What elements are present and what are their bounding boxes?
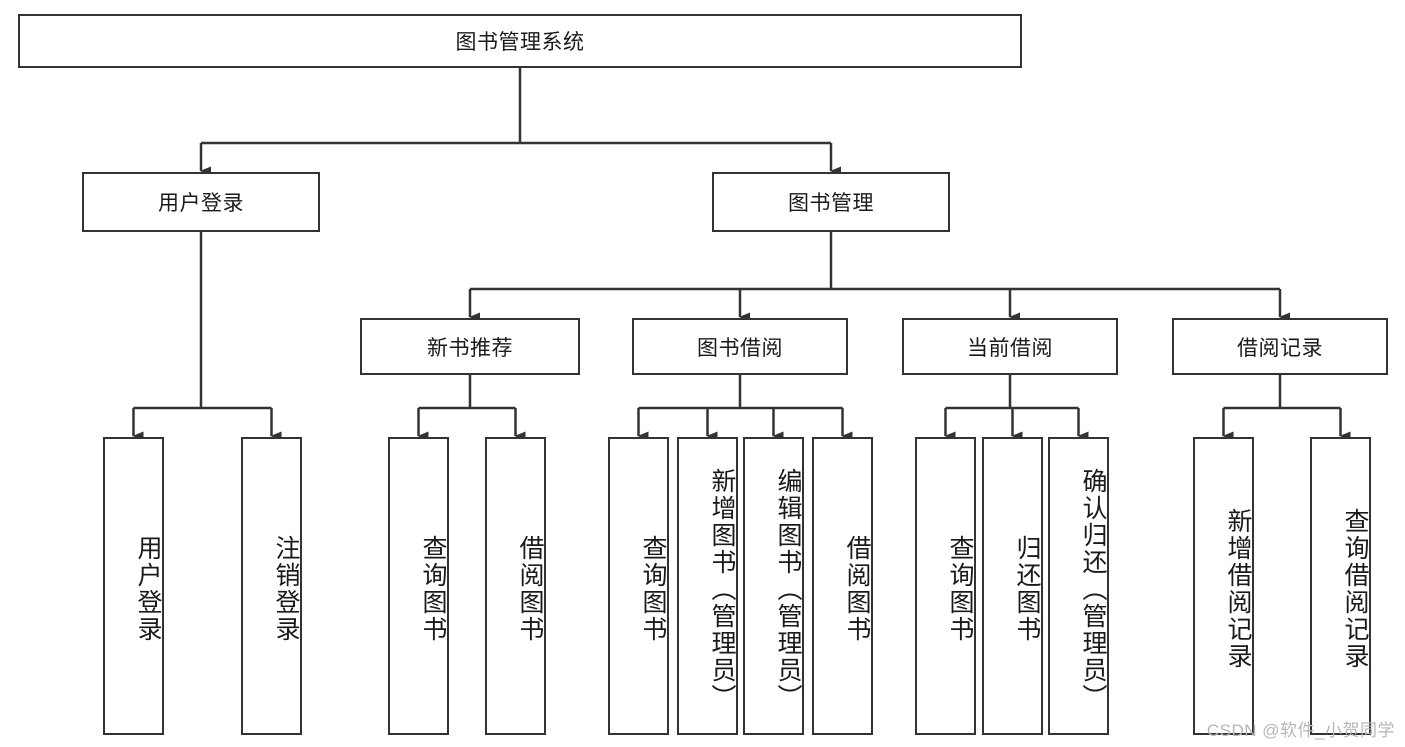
- node-label: 当前借阅: [967, 336, 1053, 360]
- node-label: 查询图书: [419, 535, 447, 643]
- node-leaf-edit-book[interactable]: 编辑图书（管理员）: [743, 437, 804, 735]
- node-bookmgmt[interactable]: 图书管理: [712, 172, 950, 232]
- node-login[interactable]: 用户登录: [82, 172, 320, 232]
- node-label: 用户登录: [158, 192, 244, 215]
- node-label: 编辑图书（管理员）: [774, 467, 802, 711]
- node-newbook[interactable]: 新书推荐: [360, 318, 580, 375]
- node-root[interactable]: 图书管理系统: [18, 14, 1022, 68]
- node-leaf-query-book-2[interactable]: 查询图书: [608, 437, 669, 735]
- node-current[interactable]: 当前借阅: [902, 318, 1118, 375]
- node-label: 查询图书: [639, 535, 667, 643]
- node-leaf-query-book-1[interactable]: 查询图书: [388, 437, 449, 735]
- node-leaf-query-record[interactable]: 查询借阅记录: [1310, 437, 1371, 735]
- node-records[interactable]: 借阅记录: [1172, 318, 1388, 375]
- node-label: 用户登录: [134, 535, 162, 643]
- node-leaf-user-logout[interactable]: 注销登录: [241, 437, 302, 735]
- node-borrow[interactable]: 图书借阅: [632, 318, 848, 375]
- node-label: 确认归还（管理员）: [1079, 467, 1107, 711]
- node-leaf-borrow-book-1[interactable]: 借阅图书: [485, 437, 546, 735]
- node-leaf-add-book[interactable]: 新增图书（管理员）: [677, 437, 738, 735]
- watermark: CSDN @软件_小贺同学: [1206, 721, 1395, 740]
- node-label: 借阅记录: [1237, 336, 1323, 360]
- node-label: 图书管理: [788, 192, 874, 215]
- node-leaf-return-book[interactable]: 归还图书: [982, 437, 1043, 735]
- node-label: 借阅图书: [516, 535, 544, 643]
- node-label: 归还图书: [1013, 535, 1041, 643]
- node-leaf-user-login[interactable]: 用户登录: [103, 437, 164, 735]
- node-label: 图书管理系统: [455, 31, 585, 54]
- node-label: 注销登录: [272, 535, 300, 643]
- node-label: 图书借阅: [697, 336, 783, 360]
- node-label: 查询图书: [946, 535, 974, 643]
- node-leaf-confirm-return[interactable]: 确认归还（管理员）: [1048, 437, 1109, 735]
- node-label: 借阅图书: [843, 535, 871, 643]
- node-label: 新增图书（管理员）: [708, 467, 736, 711]
- node-label: 查询借阅记录: [1341, 508, 1369, 670]
- node-label: 新书推荐: [427, 336, 513, 360]
- node-label: 新增借阅记录: [1224, 508, 1252, 670]
- node-leaf-add-record[interactable]: 新增借阅记录: [1193, 437, 1254, 735]
- node-leaf-query-book-3[interactable]: 查询图书: [915, 437, 976, 735]
- node-leaf-borrow-book-2[interactable]: 借阅图书: [812, 437, 873, 735]
